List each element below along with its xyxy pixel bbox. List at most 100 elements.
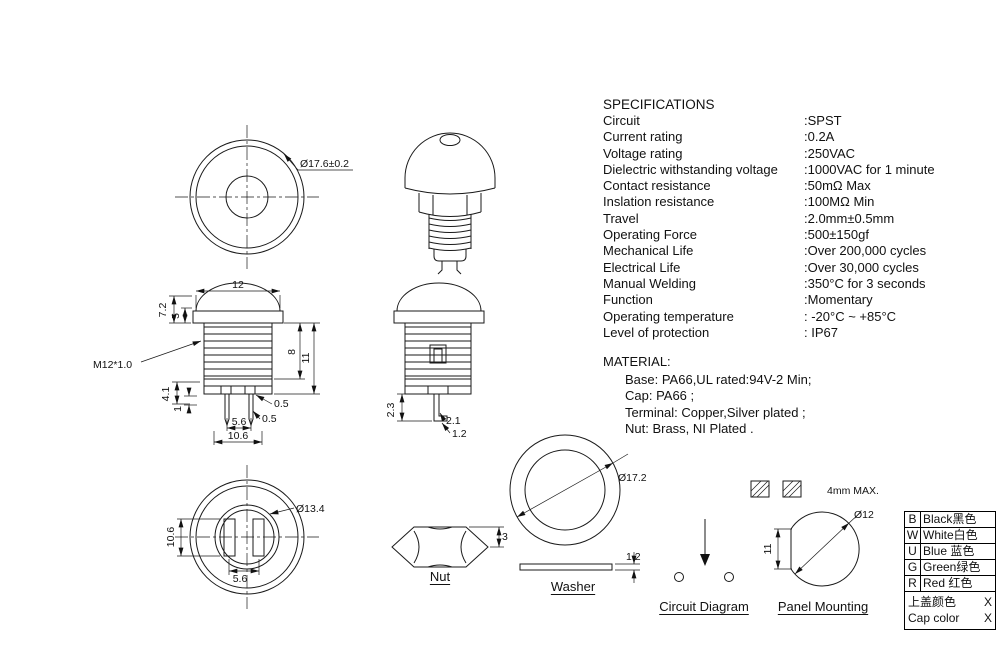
front-view: Ø17.6±0.2 xyxy=(175,125,353,269)
color-name: White白色 xyxy=(923,528,978,542)
spec-value: :1000VAC for 1 minute xyxy=(804,161,935,177)
spec-label: Voltage rating xyxy=(603,145,683,161)
spec-label: Circuit xyxy=(603,113,640,128)
dim-pin-span: 10.6 xyxy=(228,430,249,442)
material-line: Cap: PA66 ; xyxy=(625,388,695,404)
spec-value: :Over 200,000 cycles xyxy=(804,243,927,259)
dim-0-5-b: 0.5 xyxy=(274,398,289,410)
cap-color-en-label: Cap color xyxy=(908,611,960,625)
spec-label: Operating temperature xyxy=(603,308,734,324)
spec-row: Operating Force :500±150gf xyxy=(603,227,999,243)
cap-color-footer: 上盖颜色 X Cap color X xyxy=(905,592,995,629)
color-name: Blue 蓝色 xyxy=(923,544,975,558)
washer-view: Ø17.2 1.2 xyxy=(509,434,647,583)
spec-label: Function xyxy=(603,292,653,308)
dim-pin-pitch: 5.6 xyxy=(232,416,247,428)
spec-value: : -20°C ~ +85°C xyxy=(804,308,897,324)
dim-2-1: 2.1 xyxy=(446,415,461,427)
color-code: B xyxy=(905,512,921,527)
spec-row: Dielectric withstanding voltage :1000VAC … xyxy=(603,162,999,178)
spec-row: Travel:2.0mm±0.5mm xyxy=(603,211,999,227)
spec-label: Current rating xyxy=(603,129,683,145)
dim-thread-length: 8 xyxy=(286,349,298,355)
dim-1-2: 1.2 xyxy=(452,428,467,440)
spec-row: Inslation resistance :100MΩ Min xyxy=(603,194,999,210)
spec-label: Contact resistance xyxy=(603,178,711,194)
cap-color-cn-value: X xyxy=(983,595,992,609)
color-code: U xyxy=(905,544,921,559)
spec-value: :Over 30,000 cycles xyxy=(804,259,919,275)
caption-panel-mounting: Panel Mounting xyxy=(777,599,869,614)
bottom-view: Ø13.4 10.6 5.6 xyxy=(165,465,325,609)
section-view-middle: 2.3 2.1 1.2 xyxy=(385,282,485,440)
dim-0-5-a: 0.5 xyxy=(262,413,277,425)
color-name: Red 红色 xyxy=(923,576,973,590)
material-line: Base: PA66,UL rated:94V-2 Min; xyxy=(625,372,812,388)
spec-label: Inslation resistance xyxy=(603,194,715,210)
spec-label: Operating Force xyxy=(603,227,697,243)
panel-mounting-view: 4mm MAX. Ø12 11 xyxy=(750,480,879,587)
spec-label: Electrical Life xyxy=(603,259,681,275)
dim-panel-thickness-note: 4mm MAX. xyxy=(827,485,879,497)
material-line: Nut: Brass, NI Plated . xyxy=(625,420,754,436)
spec-label: Level of protection xyxy=(603,324,710,340)
specifications-section: SPECIFICATIONS Circuit:SPST Current rati… xyxy=(603,96,999,341)
dim-terminal-height: 10.6 xyxy=(165,527,177,548)
dim-cap-width: 12 xyxy=(232,279,244,291)
dim-4-1: 4.1 xyxy=(160,387,172,402)
spec-row: Manual Welding :350°C for 3 seconds xyxy=(603,276,999,292)
pictorial-view xyxy=(404,132,496,275)
spec-value: :500±150gf xyxy=(804,227,869,243)
spec-row: Operating temperature : -20°C ~ +85°C xyxy=(603,309,999,325)
spec-row: Mechanical Life :Over 200,000 cycles xyxy=(603,243,999,259)
spec-row: Contact resistance :50mΩ Max xyxy=(603,178,999,194)
color-code: W xyxy=(905,528,921,543)
spec-value: :100MΩ Min xyxy=(804,194,875,210)
spec-row: Current rating:0.2A xyxy=(603,129,999,145)
dim-lip-height: 5 xyxy=(170,313,182,319)
material-section: MATERIAL: Base: PA66,UL rated:94V-2 Min;… xyxy=(603,354,811,437)
spec-value: :50mΩ Max xyxy=(804,178,871,194)
dim-panel-flat: 11 xyxy=(762,543,774,554)
cap-color-cn-label: 上盖颜色 xyxy=(908,595,957,609)
spec-label: Dielectric withstanding voltage xyxy=(603,161,778,177)
spec-label: Manual Welding xyxy=(603,275,696,291)
dim-washer-dia: Ø17.2 xyxy=(618,472,647,484)
dim-1: 1 xyxy=(172,406,184,412)
caption-washer: Washer xyxy=(550,579,596,594)
color-name: Green绿色 xyxy=(923,560,981,574)
color-code: G xyxy=(905,560,921,575)
spec-value: : IP67 xyxy=(804,324,838,340)
dim-panel-hole-dia: Ø12 xyxy=(854,509,874,521)
spec-label: Mechanical Life xyxy=(603,243,694,259)
dim-front-dia: Ø17.6±0.2 xyxy=(300,158,349,170)
spec-row: Function:Momentary xyxy=(603,292,999,308)
circuit-diagram xyxy=(674,519,734,582)
dim-thread-label: M12*1.0 xyxy=(93,359,132,371)
cap-color-en-value: X xyxy=(983,611,992,625)
material-line: Terminal: Copper,Silver plated ; xyxy=(625,404,806,420)
cap-color-cn-line: 上盖颜色 X xyxy=(908,594,992,610)
color-code: R xyxy=(905,576,921,591)
nut-view: 3 xyxy=(391,526,508,568)
spec-row: Circuit :SPST xyxy=(603,113,999,129)
spec-row: Voltage rating :250VAC xyxy=(603,146,999,162)
color-name: Black黑色 xyxy=(923,512,977,526)
spec-value: :SPST xyxy=(804,113,842,128)
section-view-left: 12 7.2 5 M12*1.0 8 11 4.1 1 xyxy=(93,279,320,445)
spec-value: :350°C for 3 seconds xyxy=(804,275,926,291)
dim-body-length: 11 xyxy=(300,352,312,363)
caption-circuit-diagram: Circuit Diagram xyxy=(659,599,749,614)
spec-label: Travel xyxy=(603,210,639,226)
dim-terminal-pitch: 5.6 xyxy=(233,573,248,585)
caption-nut: Nut xyxy=(429,569,451,584)
dim-washer-thickness: 1.2 xyxy=(626,551,641,563)
dim-cap-height: 7.2 xyxy=(157,303,169,318)
spec-value: :250VAC xyxy=(804,145,856,161)
